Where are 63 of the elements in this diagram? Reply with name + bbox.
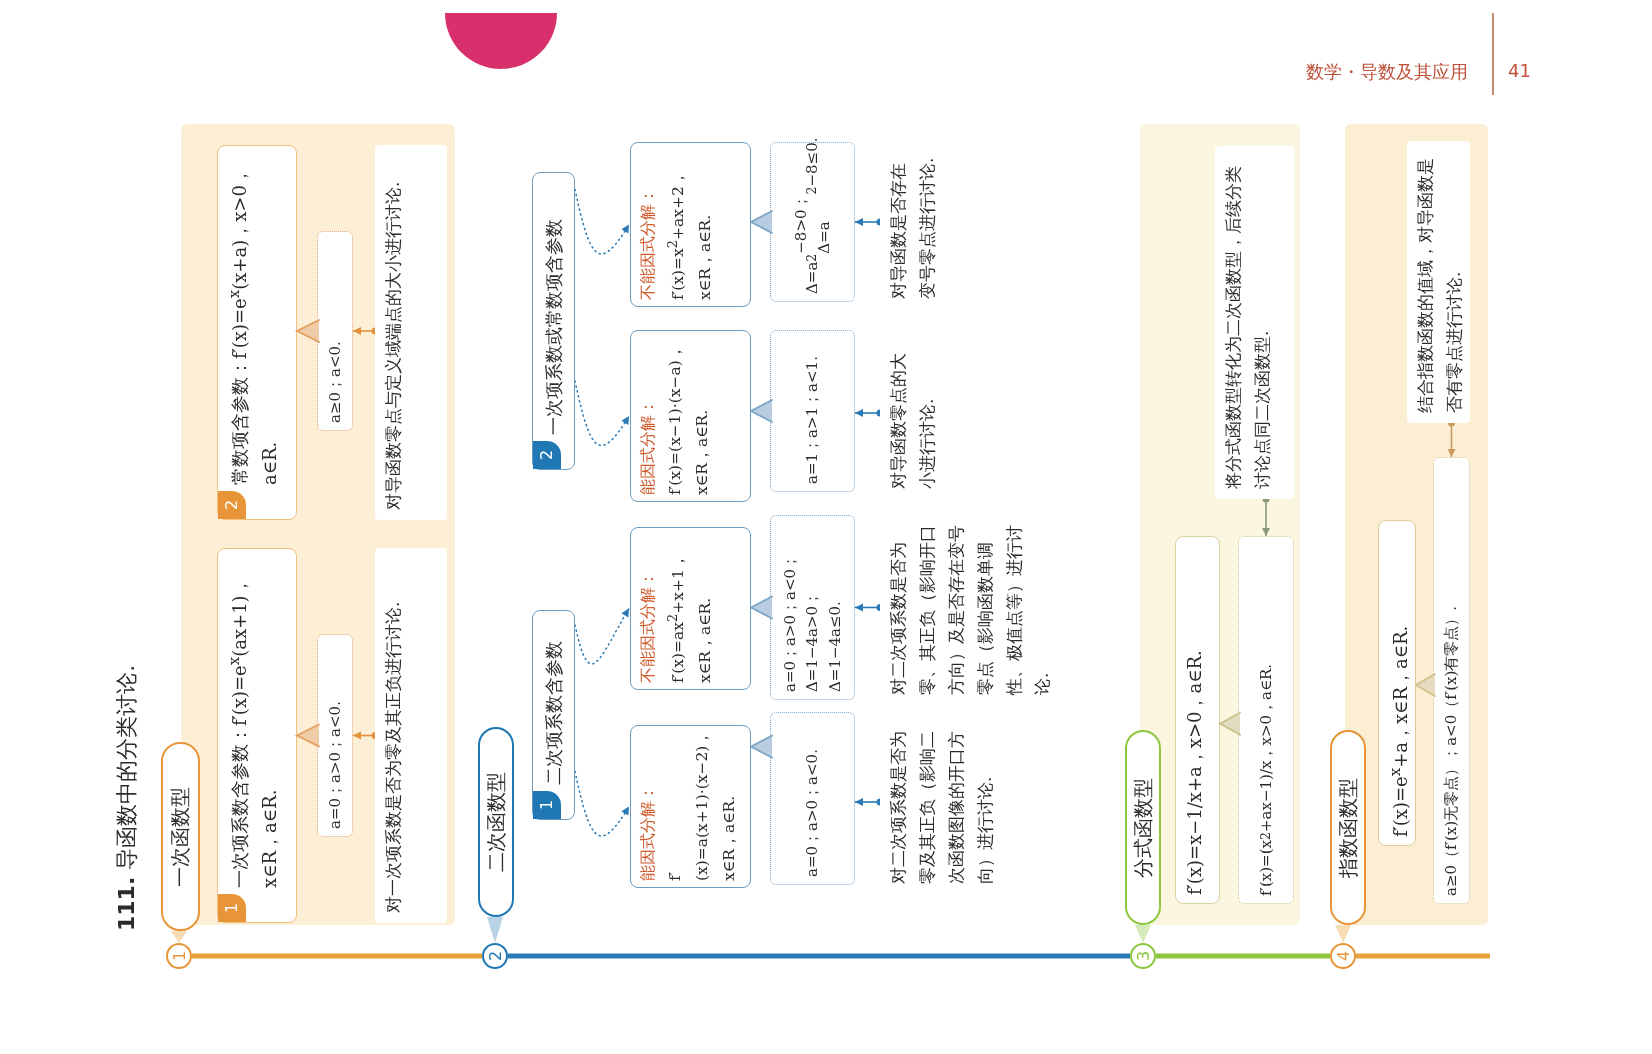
arrow: [854, 218, 881, 226]
category-pill: 一次函数型: [161, 742, 200, 931]
formula-text: 二次项系数含参数: [541, 641, 565, 785]
category-pill: 二次函数型: [478, 727, 514, 917]
note-box: 对一次项系数是否为零及其正负进行讨论.: [375, 548, 447, 923]
formula-box: f′(x)=x−1/x+a，x>0，a∈R.: [1175, 536, 1220, 904]
formula-box: [630, 142, 751, 307]
step-circle: 3: [1130, 943, 1156, 969]
page-header-text: 数学・导数及其应用: [1306, 60, 1468, 84]
arrow: [352, 731, 376, 740]
formula-box: [630, 330, 751, 502]
page-number: 41: [1508, 60, 1531, 81]
pointer-triangle: [1335, 925, 1351, 943]
note-box: 将分式函数型转化为二次函数型，后续分类讨论点同二次函数型.: [1215, 146, 1294, 499]
subcategory-box: [532, 172, 575, 470]
box-heading: 能因式分解：: [638, 398, 658, 495]
case-box: a=1；a>1；a<1.: [770, 330, 855, 492]
case-box: a=0；a>0；a<0.: [770, 712, 855, 885]
formula-box: [630, 725, 751, 888]
timeline-line: [192, 953, 482, 959]
box-heading: 不能因式分解：: [638, 187, 658, 300]
formula-box: [217, 548, 297, 923]
formula-text: f′(x)=a(x+1)·(x−2)，x∈R，a∈R.: [665, 732, 740, 881]
category-pill: 分式函数型: [1125, 730, 1161, 925]
dotted-arrow: [574, 380, 630, 447]
step-circle: 1: [166, 943, 192, 969]
pointer-triangle: [171, 931, 187, 943]
formula-text: 一次项系数或常数项含参数: [541, 219, 565, 435]
step-circle: 2: [482, 943, 508, 969]
timeline-line: [1356, 953, 1490, 959]
formula-box: [630, 527, 751, 690]
heading: 111. 导函数中的分类讨论.: [113, 664, 140, 931]
tab-marker: [445, 13, 557, 69]
dotted-arrow: [574, 770, 630, 837]
arrow: [1262, 498, 1270, 537]
arrow: [854, 409, 881, 417]
category-pill: 指数函数型: [1330, 730, 1366, 925]
number-badge: 2: [218, 491, 246, 519]
case-box: a=0；a>0；a<0.: [317, 634, 353, 837]
timeline-line: [508, 953, 1130, 959]
number-badge: 1: [218, 894, 246, 922]
number-badge: 2: [533, 441, 561, 469]
formula-text: f′(x)=(x−1)·(x−a)，x∈R，a∈R.: [665, 343, 713, 495]
note-box: 对导函数零点与定义域端点的大小进行讨论.: [375, 145, 447, 520]
arrow: [854, 798, 881, 806]
pointer-triangle: [1135, 925, 1151, 943]
pointer-triangle: [487, 917, 503, 943]
case-box: a≥0（f′(x)无零点）；a<0（f′(x)有零点）.: [1433, 457, 1470, 904]
step-circle: 4: [1330, 943, 1356, 969]
number-badge: 1: [533, 791, 561, 819]
dotted-arrow: [574, 607, 630, 665]
note-box: 结合指数函数的值域，对导函数是否有零点进行讨论.: [1407, 141, 1470, 423]
formula-box: [217, 145, 297, 520]
timeline-line: [1156, 953, 1330, 959]
arrow: [854, 603, 881, 612]
box-heading: 不能因式分解：: [638, 570, 658, 683]
arrow: [1447, 422, 1456, 458]
case-box: a≥0；a<0.: [317, 231, 353, 431]
arrow: [352, 327, 376, 335]
box-heading: 能因式分解：: [638, 784, 658, 881]
subcategory-box: [532, 610, 575, 820]
case-box: a=0；a>0；a<0；Δ=1−4a>0；Δ=1−4a≤0.: [770, 515, 855, 700]
dotted-arrow: [574, 188, 630, 255]
